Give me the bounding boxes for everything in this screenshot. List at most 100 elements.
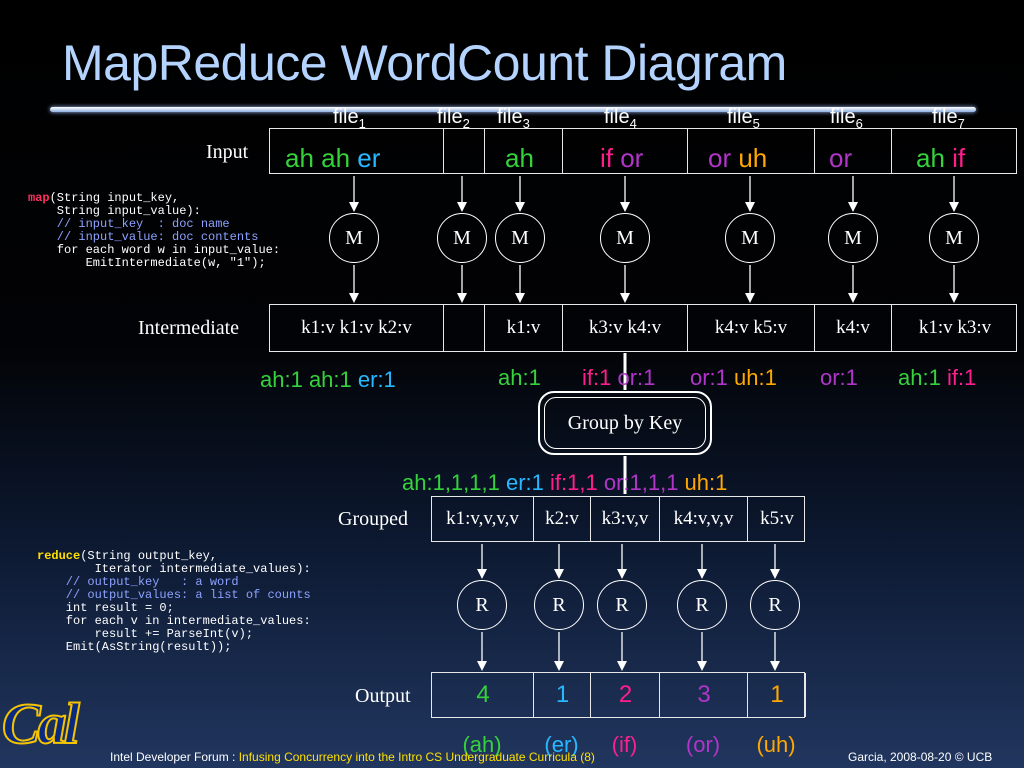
- code-token: int result = 0;: [37, 601, 174, 615]
- map-node-7: M: [929, 213, 979, 263]
- input-word: or: [613, 143, 644, 173]
- input-cell-6: [815, 129, 892, 173]
- output-count-4: 3: [697, 681, 711, 708]
- file-label-index: 7: [957, 116, 965, 131]
- map-node-6: M: [828, 213, 878, 263]
- code-token: String input_value):: [28, 204, 201, 218]
- code-line: map(String input_key,: [28, 192, 280, 205]
- grouped-pair: ah:1,1,1,1: [402, 470, 500, 495]
- intermediate-pair: ah:1: [498, 365, 541, 390]
- intermediate-pairs-4: or:1 uh:1: [690, 365, 777, 391]
- code-token: for each v in intermediate_values:: [37, 614, 311, 628]
- reduce-node-4: R: [677, 580, 727, 630]
- input-word: ah: [285, 143, 314, 173]
- file-label-7: file7: [932, 106, 965, 131]
- code-line: result += ParseInt(v);: [37, 628, 311, 641]
- input-cell-5: [688, 129, 815, 173]
- intermediate-pair: uh:1: [727, 365, 777, 390]
- map-node-2: M: [437, 213, 487, 263]
- code-token: for each word w in input_value:: [28, 243, 281, 257]
- map-node-3: M: [495, 213, 545, 263]
- reduce-node-5: R: [750, 580, 800, 630]
- code-line: reduce(String output_key,: [37, 550, 311, 563]
- grouped-cell-5: k5:v: [760, 508, 794, 529]
- code-token: (String input_key,: [49, 191, 180, 205]
- file-label-index: 4: [629, 116, 637, 131]
- file-label-base: file: [333, 106, 359, 128]
- code-line: // input_value: doc contents: [28, 231, 280, 244]
- footer: Intel Developer Forum : Infusing Concurr…: [0, 744, 1024, 768]
- group-by-key-box: Group by Key: [538, 391, 712, 455]
- code-line: Emit(AsString(result));: [37, 641, 311, 654]
- grouped-pair: if:1,1: [543, 470, 598, 495]
- grouped-cell-3: k3:v,v: [591, 497, 660, 541]
- intermediate-pairs-3: if:1 or:1: [582, 365, 655, 391]
- file-label-4: file4: [604, 106, 637, 131]
- code-line: int result = 0;: [37, 602, 311, 615]
- map-node-5: M: [725, 213, 775, 263]
- code-line: // input_key : doc name: [28, 218, 280, 231]
- intermediate-pairs-5: or:1: [820, 365, 858, 391]
- output-cell-5: [748, 673, 806, 717]
- intermediate-pair: or:1: [611, 365, 656, 390]
- file-label-base: file: [497, 106, 523, 128]
- code-line: String input_value):: [28, 205, 280, 218]
- code-token: // input_key : doc name: [28, 217, 230, 231]
- intermediate-pair: or:1: [820, 365, 858, 390]
- output-word-1: (ah): [462, 732, 502, 757]
- footer-credit: Garcia, 2008-08-20 © UCB: [848, 750, 993, 764]
- file-label-6: file6: [830, 106, 863, 131]
- input-cell-4: [563, 129, 688, 173]
- output-word-3: (if): [611, 732, 638, 757]
- code-token: EmitIntermediate(w, "1");: [28, 256, 266, 270]
- input-word: uh: [731, 143, 768, 173]
- output-cell-1: [432, 673, 534, 717]
- intermediate-pair: if:1: [582, 365, 612, 390]
- output-word-4: (or): [685, 732, 721, 757]
- file-label-1: file1: [333, 106, 366, 131]
- intermediate-pair: er:1: [351, 367, 396, 392]
- code-line: for each v in intermediate_values:: [37, 615, 311, 628]
- intermediate-pairs-1: ah:1 ah:1 er:1: [260, 367, 396, 393]
- title-underline: [50, 107, 976, 112]
- file-label-base: file: [437, 106, 463, 128]
- reduce-code-block: reduce(String output_key, Iterator inter…: [37, 550, 311, 654]
- code-token: // output_key : a word: [37, 575, 239, 589]
- intermediate-cell-4: k3:v k4:v: [563, 305, 688, 351]
- intermediate-pairs-2: ah:1: [498, 365, 541, 391]
- cal-logo: Cal: [1, 690, 81, 757]
- file-label-base: file: [604, 106, 630, 128]
- code-token: Iterator intermediate_values):: [37, 562, 311, 576]
- code-token: map: [28, 191, 50, 205]
- grouped-cell-2: k2:v: [534, 497, 591, 541]
- output-cell-4: [660, 673, 748, 717]
- intermediate-label: Intermediate: [138, 317, 240, 339]
- code-line: for each word w in input_value:: [28, 244, 280, 257]
- input-label: Input: [206, 141, 249, 163]
- output-count-3: 2: [618, 681, 633, 708]
- file-label-index: 3: [522, 116, 530, 131]
- output-cell-3: [591, 673, 660, 717]
- file-label-base: file: [932, 106, 958, 128]
- grouped-pairs: ah:1,1,1,1 er:1 if:1,1 or:1,1,1 uh:1: [402, 470, 727, 496]
- footer-event: Intel Developer Forum :: [110, 750, 239, 764]
- input-cell-1: [270, 129, 444, 173]
- grouped-label: Grouped: [338, 508, 408, 530]
- file-label-base: file: [727, 106, 753, 128]
- file-label-index: 5: [752, 116, 760, 131]
- input-row: [269, 128, 1017, 174]
- intermediate-pair: ah:1: [302, 367, 352, 392]
- intermediate-cell-7: k1:v k3:v: [918, 317, 992, 338]
- output-word-5: (uh): [756, 732, 796, 757]
- slide-title: MapReduce WordCount Diagram: [62, 35, 787, 91]
- grouped-cell-1: k1:v,v,v,v: [432, 497, 534, 541]
- intermediate-cell-5: k4:v k5:v: [688, 305, 815, 351]
- map-node-4: M: [600, 213, 650, 263]
- intermediate-cell-3: k1:v: [485, 305, 563, 351]
- group-by-key-label: Group by Key: [544, 397, 706, 449]
- code-token: (String output_key,: [80, 549, 218, 563]
- code-token: // output_values: a list of counts: [37, 588, 311, 602]
